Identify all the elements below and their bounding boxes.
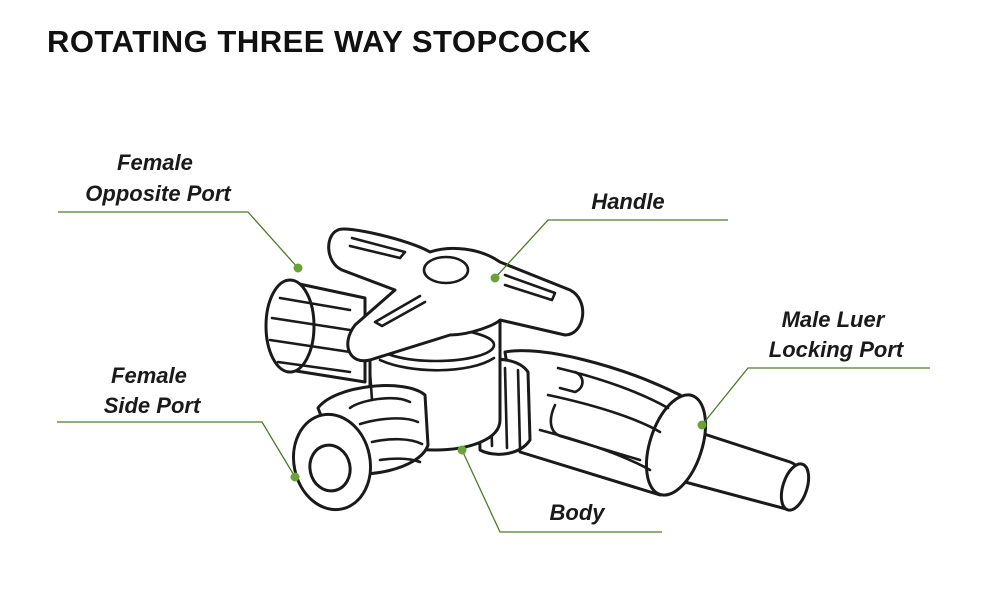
label-male-luer-locking-port: Male Luer Locking Port: [769, 307, 905, 362]
leader-body: [457, 445, 662, 533]
leader-male-luer-locking-port: [697, 367, 930, 430]
label-female-opposite-port: Female Opposite Port: [85, 150, 232, 206]
leader-female-opposite-port: [58, 211, 303, 273]
label-handle: Handle: [591, 189, 664, 214]
label-body: Body: [550, 500, 607, 525]
male-luer-locking-port: [476, 349, 811, 512]
handle: [327, 227, 585, 363]
label-male-luer-locking-port-line2: Locking Port: [769, 337, 905, 362]
diagram-title: ROTATING THREE WAY STOPCOCK: [47, 24, 591, 59]
label-handle-line1: Handle: [591, 189, 664, 214]
label-female-side-port-line2: Side Port: [104, 393, 202, 418]
leader-handle: [490, 219, 728, 283]
label-female-side-port: Female Side Port: [104, 363, 202, 418]
label-female-side-port-line1: Female: [111, 363, 187, 388]
label-male-luer-locking-port-line1: Male Luer: [782, 307, 886, 332]
label-female-opposite-port-line1: Female: [117, 150, 193, 175]
label-female-opposite-port-line2: Opposite Port: [85, 181, 232, 206]
label-body-line1: Body: [550, 500, 607, 525]
female-opposite-port: [264, 278, 367, 384]
leader-female-side-port: [57, 421, 300, 482]
female-side-port: [292, 370, 430, 512]
